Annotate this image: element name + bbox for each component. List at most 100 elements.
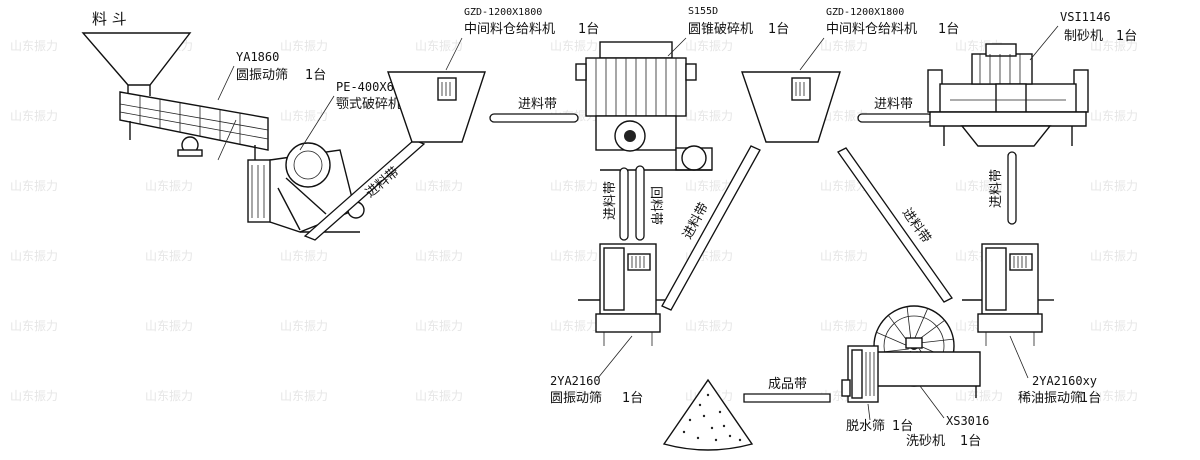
feed-hopper: 料 斗 [81, 10, 192, 96]
screen1-qty: 1台 [305, 68, 326, 83]
watermark-text: 山东振力 [280, 249, 328, 263]
return-belt: 回料带 [635, 165, 663, 241]
screen2-name: 圆振动筛 [550, 391, 602, 406]
watermark-text: 山东振力 [685, 319, 733, 333]
watermark-text: 山东振力 [550, 179, 598, 193]
pile-grain [696, 436, 700, 440]
feeder2-qty: 1台 [938, 22, 959, 37]
screen1-name: 圆振动筛 [236, 68, 288, 83]
hopper-label: 料 斗 [92, 10, 127, 28]
watermark-text: 山东振力 [415, 249, 463, 263]
watermark-text: 山东振力 [550, 249, 598, 263]
middle-bin-feeder-2: GZD-1200X1800 中间料仓给料机 1台 [741, 7, 959, 143]
product-belt: 成品带 [743, 377, 831, 403]
feed-belt-2-label: 进料带 [518, 97, 557, 112]
watermark-text: 山东振力 [280, 39, 328, 53]
watermark-text: 山东振力 [10, 179, 58, 193]
feed-belt-5: 进料带 [857, 97, 933, 123]
feeder1-name: 中间料仓给料机 [464, 22, 555, 37]
jaw-model: PE-400X600 [336, 80, 408, 94]
watermark-text: 山东振力 [955, 179, 1003, 193]
washer-name: 洗砂机 [906, 434, 945, 449]
watermark-text: 山东振力 [820, 109, 868, 123]
watermark-text: 山东振力 [415, 389, 463, 403]
watermark-text: 山东振力 [145, 179, 193, 193]
watermark-text: 山东振力 [10, 39, 58, 53]
pile-grain [728, 434, 732, 438]
watermark-text: 山东振力 [550, 389, 598, 403]
pile-grain [682, 430, 686, 434]
watermark-text: 山东振力 [820, 179, 868, 193]
watermark-text: 山东振力 [280, 109, 328, 123]
feed-belt-5-label: 进料带 [874, 97, 913, 112]
feed-belt-6: 进料带 [989, 151, 1017, 225]
sand-washer-xs3016: XS3016 洗砂机 1台 [871, 305, 989, 449]
watermark-text: 山东振力 [1090, 389, 1138, 403]
jaw-name: 颚式破碎机 [336, 97, 401, 112]
watermark-text: 山东振力 [10, 319, 58, 333]
washer-model: XS3016 [946, 414, 989, 428]
feed-belt-3: 进料带 [603, 167, 629, 241]
washer-blade [913, 308, 929, 341]
watermark-text: 山东振力 [820, 319, 868, 333]
watermark-text: 山东振力 [550, 319, 598, 333]
watermark-text: 山东振力 [1090, 179, 1138, 193]
feeder1-qty: 1台 [578, 22, 599, 37]
middle-bin-feeder-1: GZD-1200X1800 中间料仓给料机 1台 [387, 7, 599, 143]
washer-blade [906, 306, 912, 341]
screen2-model: 2YA2160 [550, 374, 601, 388]
screen2-qty: 1台 [622, 391, 643, 406]
watermark-text: 山东振力 [685, 39, 733, 53]
pile-grain [710, 426, 714, 430]
watermark-text: 山东振力 [415, 179, 463, 193]
dewater-name: 脱水筛 [846, 419, 885, 434]
pile-grain [718, 410, 722, 414]
watermark-text: 山东振力 [1090, 39, 1138, 53]
watermark-text: 山东振力 [145, 389, 193, 403]
watermark-text: 山东振力 [1090, 249, 1138, 263]
watermark-text: 山东振力 [550, 39, 598, 53]
feed-belt-3-label: 进料带 [603, 181, 618, 220]
watermark-text: 山东振力 [820, 249, 868, 263]
pile-grain [706, 393, 710, 397]
washer-blade [876, 331, 909, 347]
cone-name: 圆锥破碎机 [688, 22, 753, 37]
cone-qty: 1台 [768, 22, 789, 37]
product-belt-label: 成品带 [768, 377, 807, 392]
return-belt-label: 回料带 [648, 186, 663, 225]
watermark-text: 山东振力 [10, 249, 58, 263]
watermark-text: 山东振力 [415, 39, 463, 53]
watermark-text: 山东振力 [1090, 109, 1138, 123]
screen3-name: 稀油振动筛 [1018, 391, 1083, 406]
watermark-text: 山东振力 [10, 389, 58, 403]
feed-belt-7: 进料带 [837, 147, 953, 303]
vsi-name: 制砂机 [1064, 29, 1103, 44]
cone-crusher-s155d: S155D 圆锥破碎机 1台 [575, 6, 789, 171]
cone-model: S155D [688, 6, 718, 17]
pile-grain [714, 438, 718, 442]
watermark-text: 山东振力 [1090, 319, 1138, 333]
washer-blade [919, 338, 954, 344]
feeder2-model: GZD-1200X1800 [826, 7, 904, 18]
watermark-text: 山东振力 [280, 319, 328, 333]
watermark-text: 山东振力 [145, 249, 193, 263]
pile-grain [698, 403, 702, 407]
screen1-model: YA1860 [236, 50, 279, 64]
screen3-model: 2YA2160xy [1032, 374, 1097, 388]
watermark-text: 山东振力 [10, 109, 58, 123]
feed-belt-6-label: 进料带 [989, 169, 1004, 208]
screen3-qty: 1台 [1080, 391, 1101, 406]
pile-grain [738, 438, 742, 442]
feeder1-model: GZD-1200X1800 [464, 7, 542, 18]
feed-belt-2: 进料带 [489, 97, 579, 123]
watermark-text: 山东振力 [685, 109, 733, 123]
watermark-text: 山东振力 [955, 389, 1003, 403]
vsi-model: VSI1146 [1060, 10, 1111, 24]
vibrating-screen-2ya2160: 2YA2160 圆振动筛 1台 [550, 243, 670, 406]
product-pile [662, 378, 754, 451]
watermark-text: 山东振力 [685, 179, 733, 193]
washer-qty: 1台 [960, 434, 981, 449]
pile-grain [702, 414, 706, 418]
watermark-text: 山东振力 [280, 389, 328, 403]
